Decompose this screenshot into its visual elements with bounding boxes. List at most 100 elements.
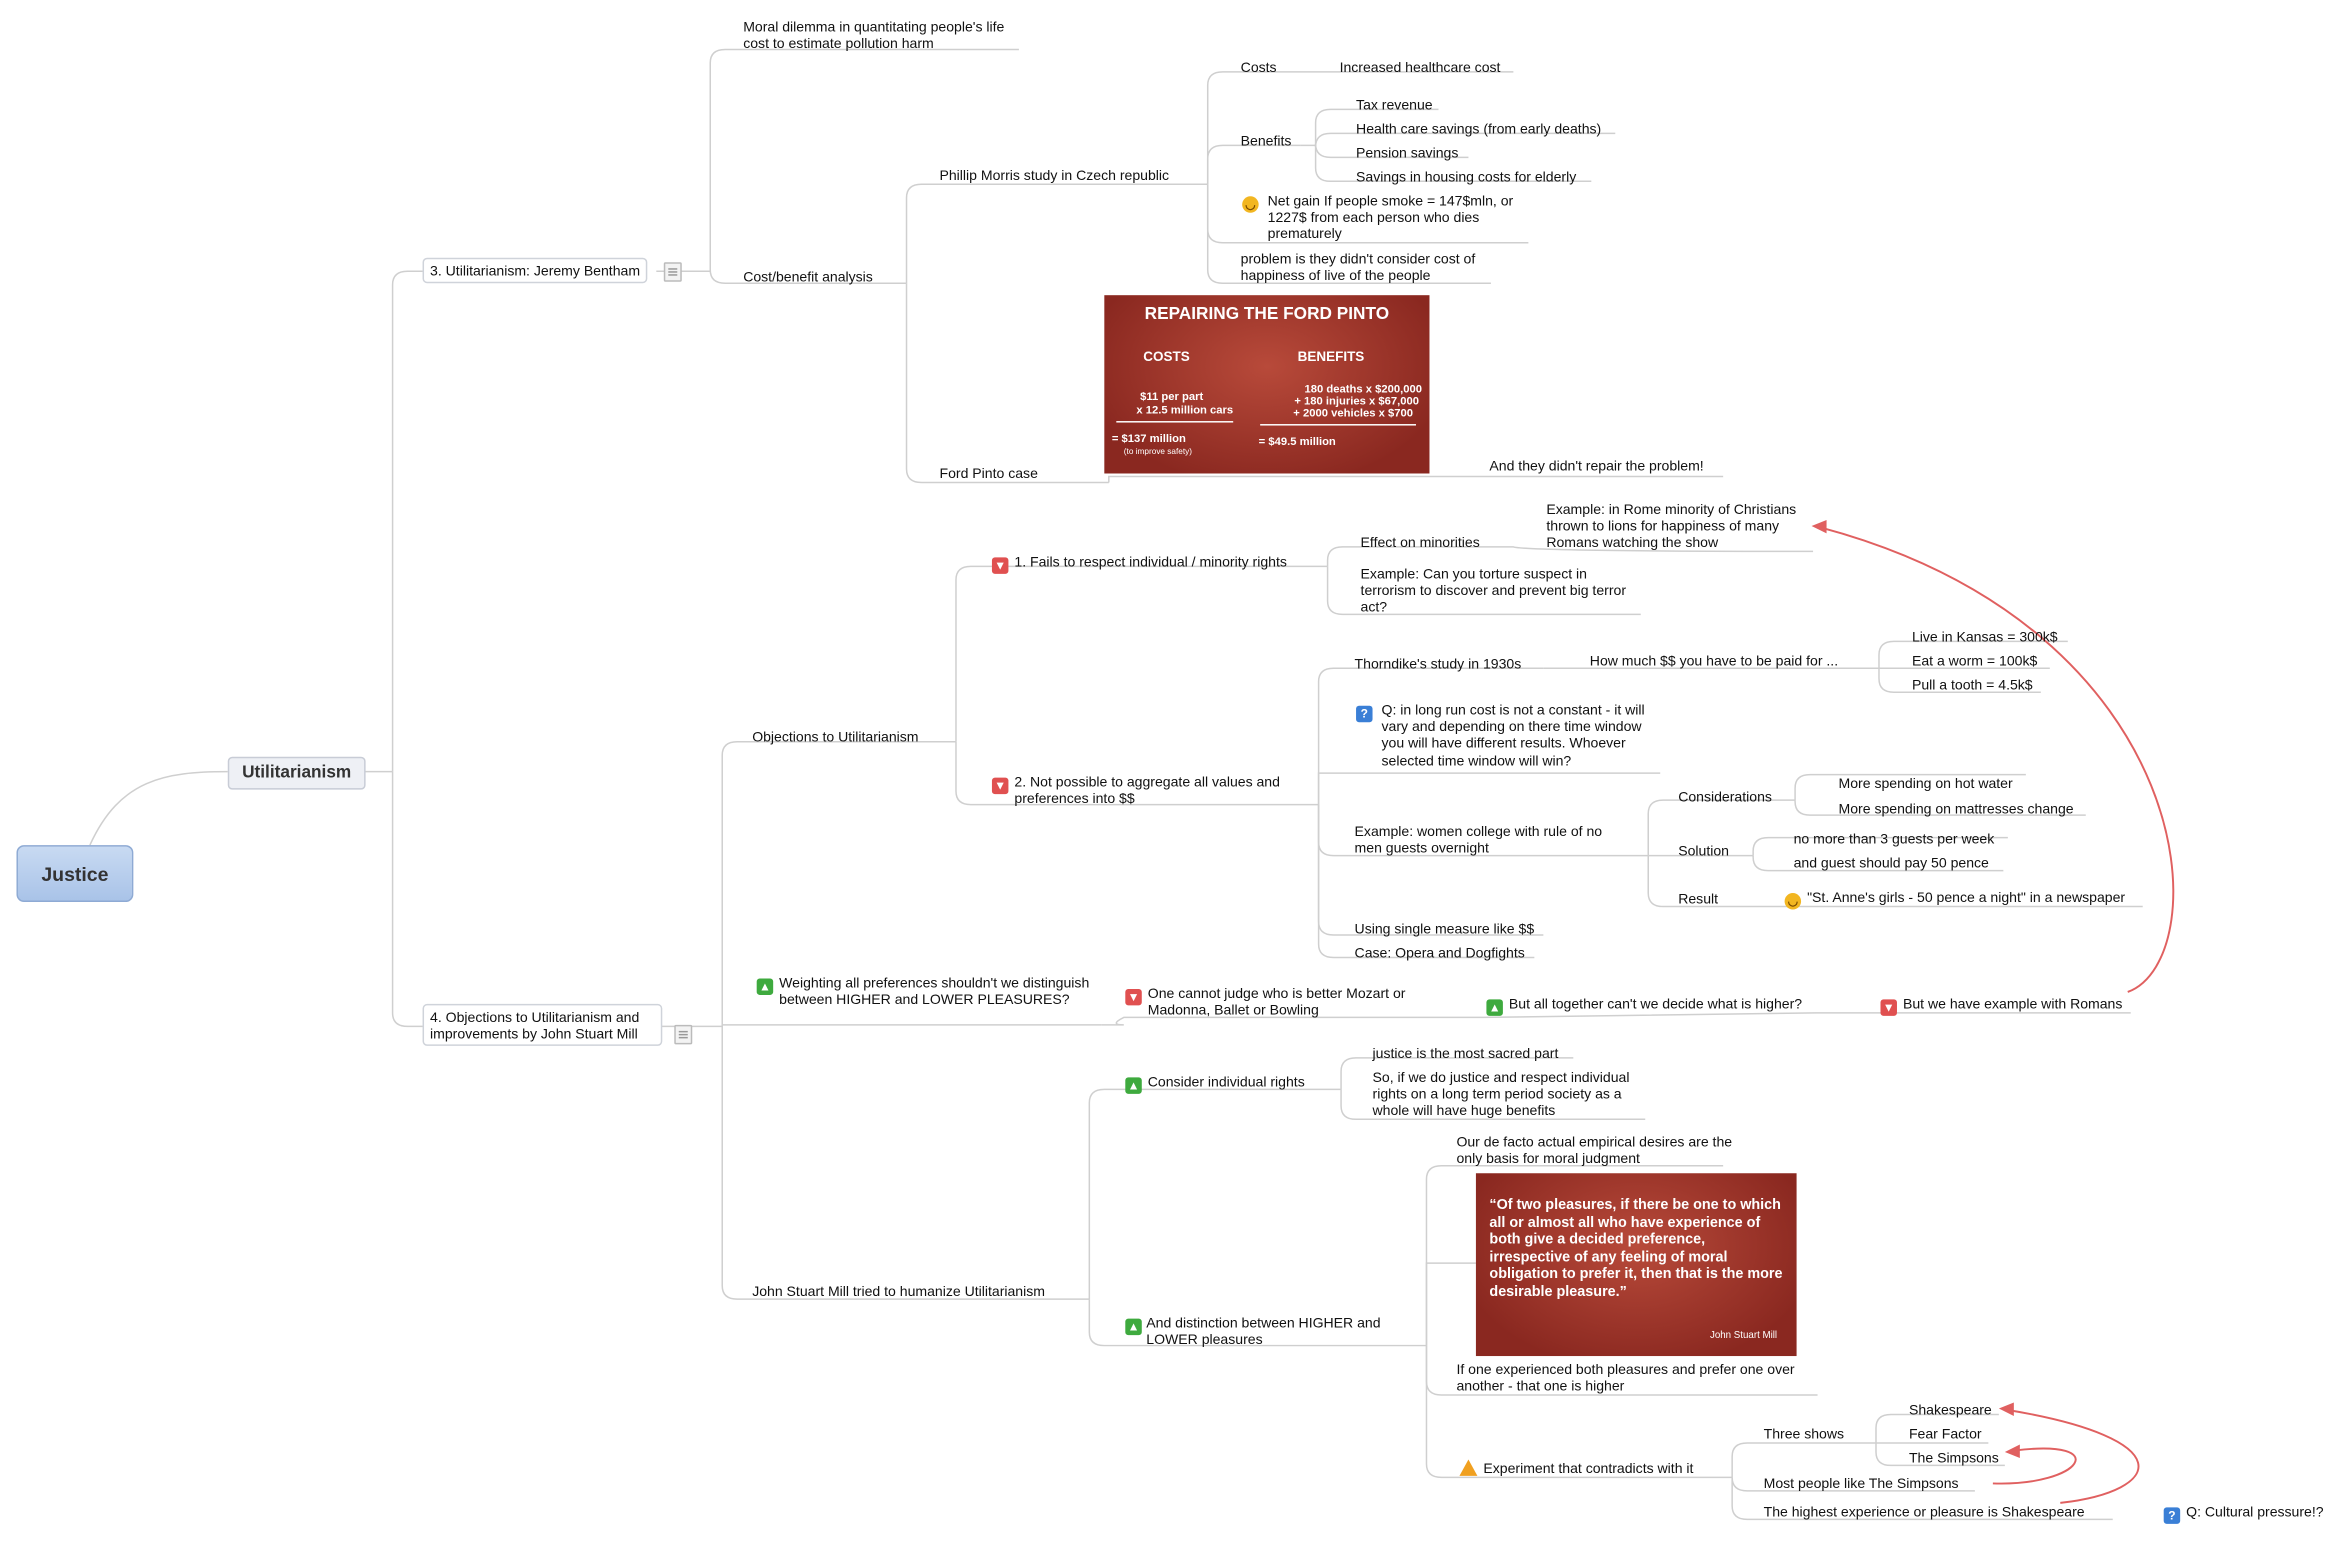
topic-healthcare-cost[interactable]: Increased healthcare cost [1339, 58, 1501, 75]
slide-benefit-line: + 180 injuries x $67,000 [1294, 394, 1419, 408]
individual-rights-label: Consider individual rights [1147, 1072, 1305, 1090]
cannot-judge-text: One cannot judge who is better Mozart or… [1147, 984, 1406, 1018]
weighting-text: Weighting all preferences shouldn't we d… [779, 973, 1090, 1008]
topic-problem[interactable]: problem is they didn't consider cost of … [1240, 250, 1476, 284]
topic-opera-dogfights[interactable]: Case: Opera and Dogfights [1354, 943, 1525, 961]
thumbs-up-icon: ▲ [1125, 1318, 1142, 1336]
topic-considerations[interactable]: Considerations [1678, 788, 1772, 805]
solution-item[interactable]: and guest should pay 50 pence [1793, 854, 1989, 871]
topic-single-measure[interactable]: Using single measure like $$ [1354, 920, 1535, 937]
topic-highest[interactable]: The highest experience or pleasure is Sh… [1763, 1502, 2085, 1520]
show-item[interactable]: Shakespeare [1908, 1401, 1992, 1418]
benefit-item[interactable]: Pension savings [1356, 143, 1459, 161]
romans-label: But we have example with Romans [1902, 994, 2123, 1012]
thumbs-down-icon: ▼ [991, 777, 1009, 795]
paid-item[interactable]: Live in Kansas = 300k$ [1911, 627, 2058, 645]
note-icon[interactable] [663, 262, 682, 282]
slide-cost-total: = $137 million [1111, 431, 1186, 446]
topic-torture-example[interactable]: Example: Can you torture suspect in terr… [1360, 564, 1626, 615]
topic-distinction[interactable]: ▲ [1125, 1314, 1147, 1336]
topic-net-gain[interactable]: ◡ [1242, 192, 1264, 213]
topic-experiment[interactable]: Experiment that contradicts with it [1459, 1459, 1693, 1476]
result-item-label: "St. Anne's girls - 50 pence a night" in… [1807, 888, 2126, 906]
smiley-icon: ◡ [1242, 196, 1259, 213]
consideration-item[interactable]: More spending on mattresses change [1838, 800, 2074, 817]
branch-mill[interactable]: 4. Objections to Utilitarianism and impr… [422, 1003, 663, 1047]
question-icon: ? [1356, 705, 1373, 723]
slide-cost-note: (to improve safety) [1123, 448, 1193, 458]
branch-mill-label: 4. Objections to Utilitarianism and impr… [430, 1008, 640, 1042]
topic-how-much[interactable]: How much $$ you have to be paid for ... [1589, 651, 1839, 669]
quote-author: John Stuart Mill [1709, 1330, 1778, 1342]
topic-sacred[interactable]: justice is the most sacred part [1372, 1044, 1559, 1061]
net-gain-text: Net gain If people smoke = 147$mln, or 1… [1267, 191, 1514, 242]
topic-most-people[interactable]: Most people like The Simpsons [1763, 1474, 1959, 1491]
quote-text: “Of two pleasures, if there be one to wh… [1489, 1197, 1783, 1301]
topic-decide-higher[interactable]: ▲But all together can't we decide what i… [1486, 995, 1802, 1016]
topic-moral-dilemma[interactable]: Moral dilemma in quantitating people's l… [743, 17, 1005, 52]
paid-item[interactable]: Eat a worm = 100k$ [1911, 651, 2038, 669]
topic-aggregate[interactable]: ▼ [991, 773, 1014, 795]
topic-thorndike[interactable]: Thorndike's study in 1930s [1354, 654, 1522, 672]
slide-benefit-line: 180 deaths x $200,000 [1304, 382, 1422, 396]
time-window-text: Q: in long run cost is not a constant - … [1381, 701, 1645, 769]
topic-if-one[interactable]: If one experienced both pleasures and pr… [1456, 1360, 1795, 1394]
slide-benefit-total: = $49.5 million [1258, 434, 1336, 449]
topic-weighting[interactable]: ▲ [756, 974, 779, 995]
warning-icon [1459, 1459, 1478, 1476]
branch-bentham[interactable]: 3. Utilitarianism: Jeremy Bentham [422, 257, 648, 284]
aggregate-label: 2. Not possible to aggregate all values … [1014, 773, 1280, 807]
paid-item[interactable]: Pull a tooth = 4.5k$ [1911, 675, 2033, 693]
main-topic-utilitarianism[interactable]: Utilitarianism [227, 756, 366, 790]
topic-benefits[interactable]: Benefits [1240, 131, 1292, 149]
benefit-item[interactable]: Savings in housing costs for elderly [1356, 167, 1577, 185]
topic-costs[interactable]: Costs [1240, 58, 1277, 75]
show-item[interactable]: The Simpsons [1908, 1448, 1999, 1466]
solution-item[interactable]: no more than 3 guests per week [1793, 830, 1995, 847]
topic-de-facto[interactable]: Our de facto actual empirical desires ar… [1456, 1132, 1733, 1167]
topic-women-college[interactable]: Example: women college with rule of no m… [1354, 822, 1603, 856]
topic-minority-rights[interactable]: ▼ 1. Fails to respect individual / minori… [991, 552, 1287, 574]
distinction-text: And distinction between HIGHER and LOWER… [1146, 1314, 1381, 1348]
topic-three-shows[interactable]: Three shows [1763, 1424, 1845, 1442]
slide-title: REPAIRING THE FORD PINTO [1144, 305, 1390, 324]
note-icon[interactable] [674, 1024, 693, 1045]
topic-mill-humanize[interactable]: John Stuart Mill tried to humanize Utili… [752, 1282, 1045, 1300]
topic-result[interactable]: Result [1678, 890, 1719, 907]
topic-romans-example[interactable]: ▼ But we have example with Romans [1880, 995, 2122, 1016]
slide-cost-line: $11 per part [1140, 389, 1204, 404]
topic-time-window-question[interactable]: ? [1356, 701, 1378, 723]
minority-rights-label: 1. Fails to respect individual / minorit… [1014, 552, 1287, 570]
smiley-icon: ◡ [1784, 893, 1802, 910]
topic-no-repair[interactable]: And they didn't repair the problem! [1489, 457, 1704, 474]
topic-ford-pinto[interactable]: Ford Pinto case [939, 464, 1038, 481]
topic-solution[interactable]: Solution [1678, 842, 1729, 859]
mill-quote-image: “Of two pleasures, if there be one to wh… [1475, 1173, 1797, 1357]
topic-rome-example[interactable]: Example: in Rome minority of Christians … [1546, 500, 1797, 551]
thumbs-down-icon: ▼ [991, 557, 1009, 574]
experiment-label: Experiment that contradicts with it [1483, 1459, 1694, 1476]
question-icon: ? [2163, 1507, 2181, 1524]
consideration-item[interactable]: More spending on hot water [1838, 774, 2013, 792]
benefit-item[interactable]: Health care savings (from early deaths) [1356, 119, 1602, 137]
thumbs-down-icon: ▼ [1125, 988, 1142, 1006]
result-item[interactable]: ◡ "St. Anne's girls - 50 pence a night" i… [1784, 888, 2126, 910]
cultural-label: Q: Cultural pressure!? [2186, 1502, 2324, 1520]
thumbs-down-icon: ▼ [1880, 999, 1897, 1016]
slide-costs-header: COSTS [1143, 349, 1190, 365]
thumbs-up-icon: ▲ [1125, 1077, 1142, 1094]
topic-cost-benefit[interactable]: Cost/benefit analysis [743, 268, 873, 285]
central-topic-justice[interactable]: Justice [16, 845, 134, 903]
slide-benefits-header: BENEFITS [1297, 349, 1365, 365]
benefit-item[interactable]: Tax revenue [1356, 95, 1433, 113]
show-item[interactable]: Fear Factor [1908, 1424, 1982, 1442]
topic-objections[interactable]: Objections to Utilitarianism [752, 728, 919, 745]
slide-cost-line: x 12.5 million cars [1136, 403, 1234, 417]
topic-cultural-pressure[interactable]: ? Q: Cultural pressure!? [2163, 1502, 2324, 1524]
topic-effect-minorities[interactable]: Effect on minorities [1360, 533, 1480, 550]
topic-cannot-judge[interactable]: ▼ [1125, 984, 1147, 1006]
topic-phillip-morris[interactable]: Phillip Morris study in Czech republic [939, 166, 1170, 183]
topic-long-term[interactable]: So, if we do justice and respect individ… [1372, 1068, 1630, 1119]
topic-individual-rights[interactable]: ▲ Consider individual rights [1125, 1072, 1305, 1094]
